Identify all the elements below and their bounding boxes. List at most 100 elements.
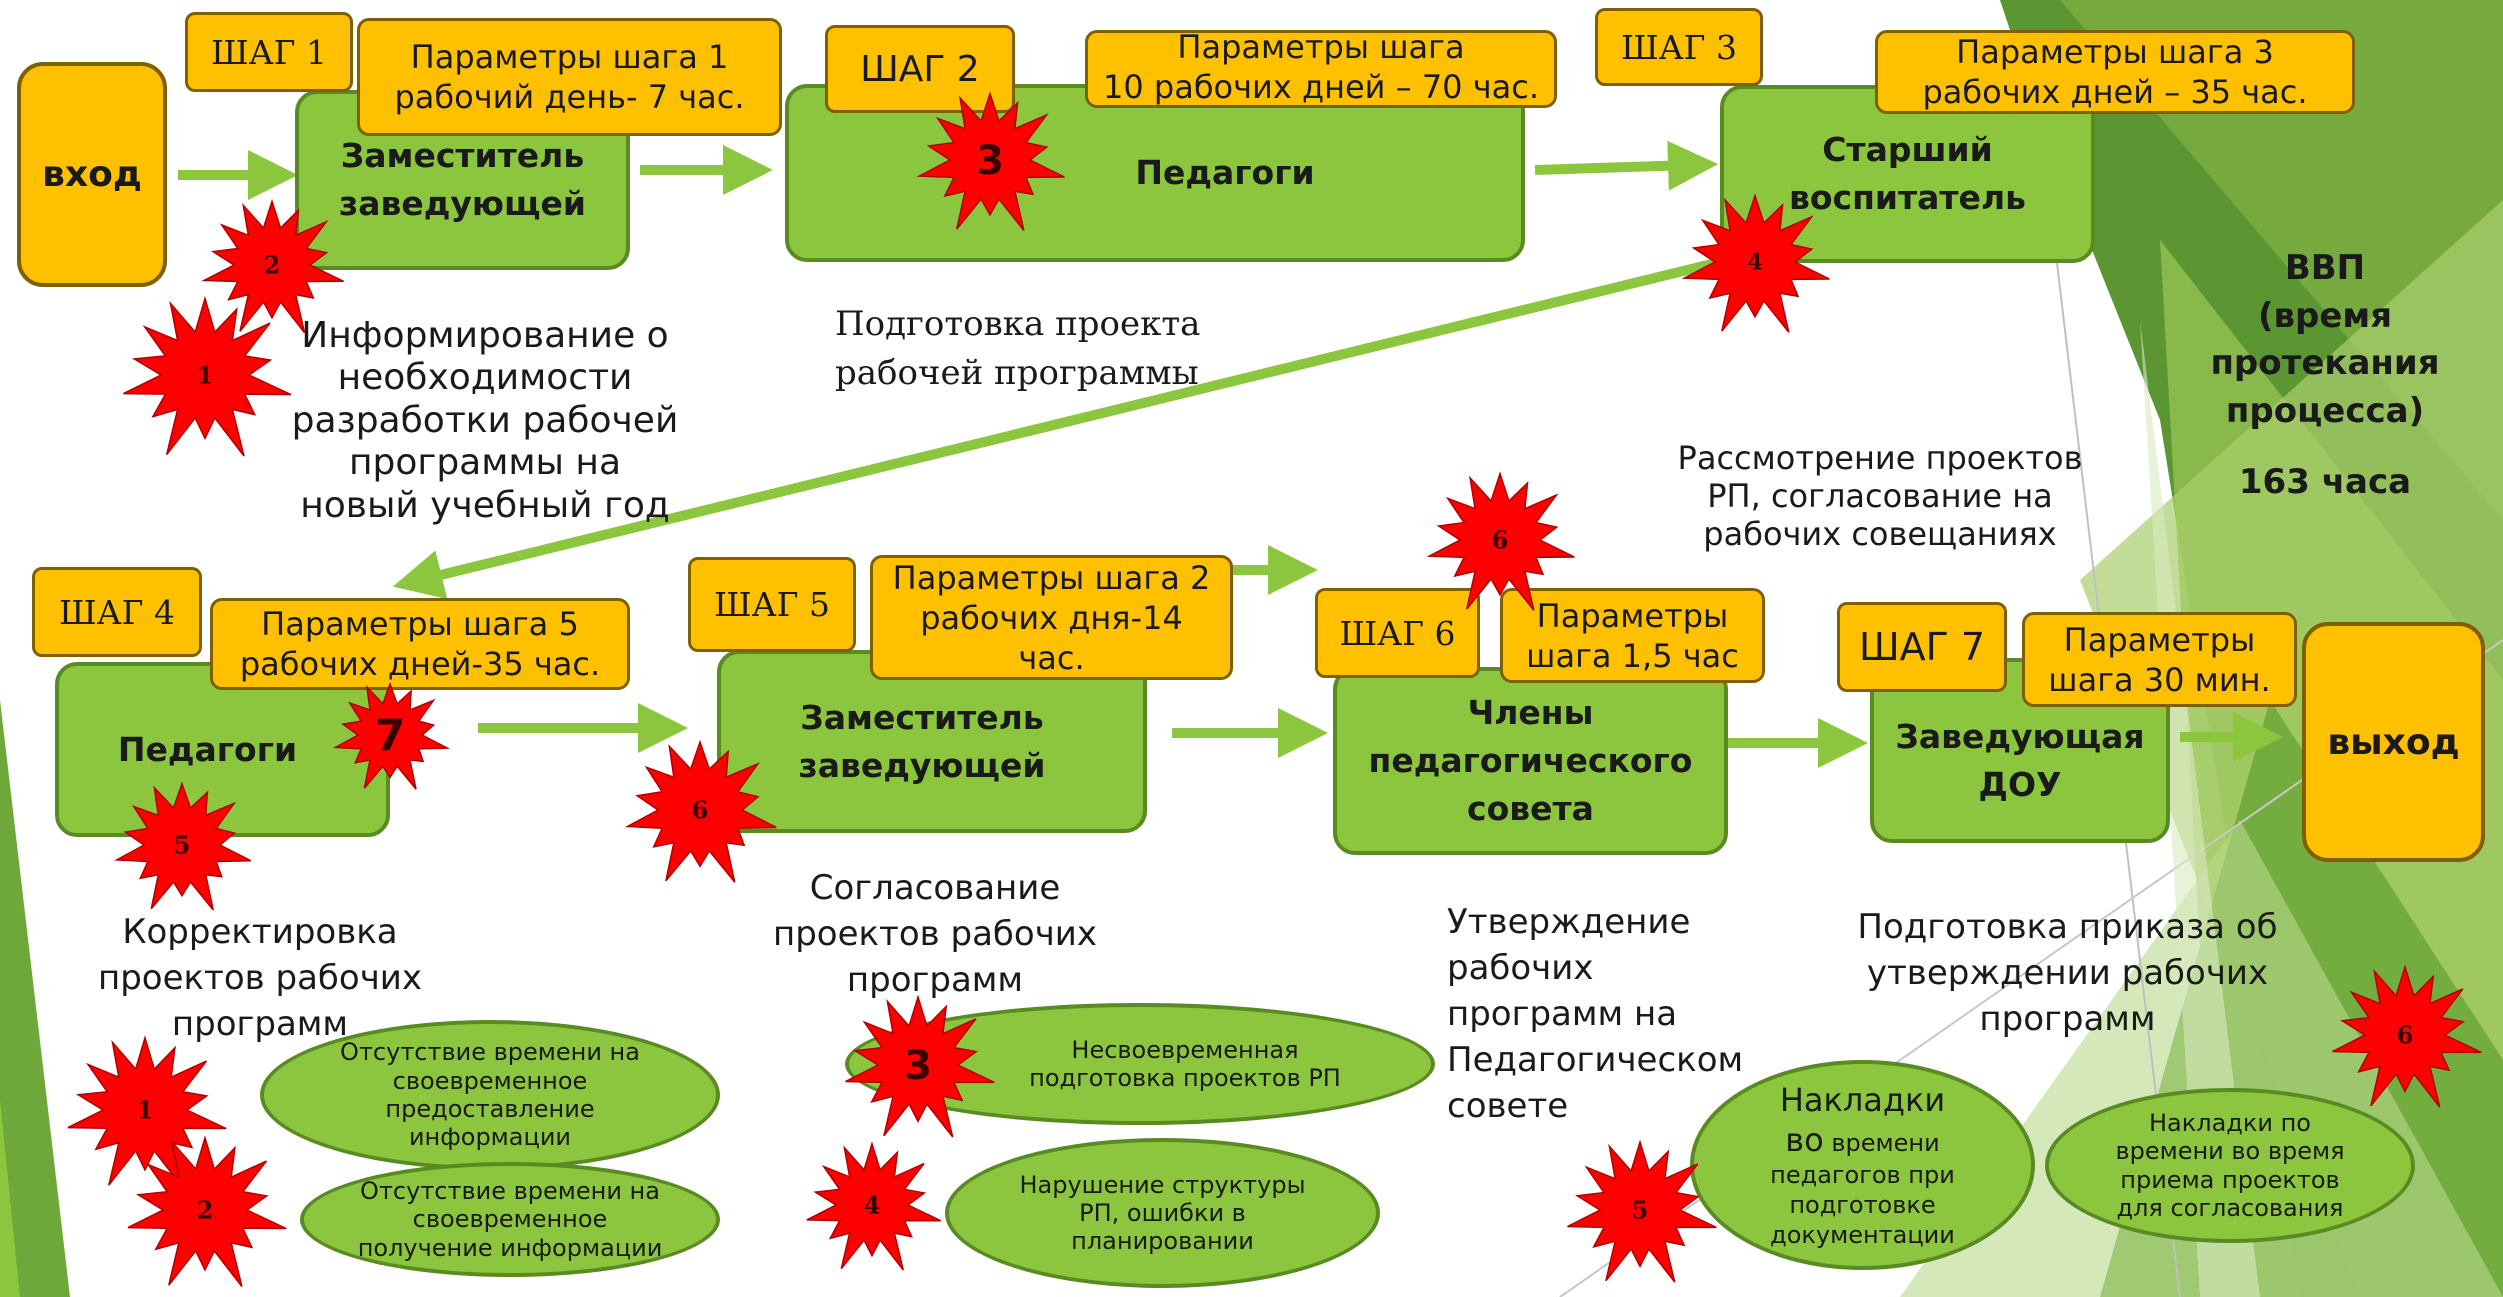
oval-line: документации	[1770, 1221, 1955, 1249]
param-line: Параметры шага 5	[261, 605, 579, 643]
actor-line: Члены	[1467, 693, 1594, 733]
step-text: ШАГ 3	[1621, 27, 1737, 67]
risk-star-icon: 3	[845, 994, 995, 1138]
risk-star-number: 1	[137, 1095, 154, 1124]
step-label-4: ШАГ 4	[32, 567, 202, 657]
desc-line: необходимости	[337, 357, 633, 399]
risk-star-shape	[201, 198, 344, 334]
risk-star-icon: 6	[1426, 471, 1575, 611]
actor-line: совета	[1467, 788, 1594, 828]
desc-line: Информирование о	[301, 315, 669, 356]
desc-line: РП, согласование на	[1707, 476, 2053, 515]
actor-box-council: Члены педагогического совета	[1333, 667, 1728, 855]
risk-star-icon: 6	[2332, 964, 2482, 1108]
desc-line: программы на	[348, 442, 622, 484]
risk-star-shape	[114, 781, 252, 911]
input-label: вход	[42, 154, 142, 195]
summary-line: ВВП	[2284, 248, 2366, 288]
actor-line: Старший	[1822, 130, 1993, 170]
risk-star-shape	[1681, 193, 1830, 333]
oval-line: Несвоевременная	[1071, 1035, 1299, 1064]
risk-star-shape	[806, 1141, 942, 1271]
risk-star-number: 6	[1492, 525, 1509, 554]
desc-line: проектов рабочих	[97, 957, 422, 998]
step-text: ШАГ 2	[860, 48, 980, 90]
actor-line: педагогического	[1368, 741, 1693, 781]
oval-line: Накладки	[1779, 1081, 1946, 1119]
desc-line: Рассмотрение проектов	[1677, 439, 2083, 477]
arrow-step2-to-step3	[1534, 140, 1718, 191]
risk-star-number: 1	[197, 360, 214, 389]
oval-line: планировании	[1071, 1227, 1254, 1256]
param-line: Параметры шага 3	[1956, 33, 2274, 71]
oval-line: времени во время	[2115, 1137, 2345, 1166]
step-label-2: ШАГ 2	[825, 25, 1015, 113]
oval-line: подготовке	[1789, 1191, 1936, 1219]
oval-line: во	[1785, 1121, 1824, 1159]
summary-total: 163 часа	[2238, 462, 2412, 503]
desc-line: Корректировка	[122, 912, 398, 952]
risk-star-icon: 4	[806, 1141, 942, 1271]
oval-line: подготовка проектов РП	[1029, 1064, 1341, 1092]
desc-line: совете	[1447, 1085, 1569, 1126]
actor-box-teachers-1: Педагоги	[785, 84, 1525, 262]
step-label-5: ШАГ 5	[688, 557, 856, 652]
step-text: ШАГ 5	[714, 585, 830, 624]
risk-star-number: 6	[692, 795, 709, 824]
oval-line: для согласования	[2116, 1193, 2344, 1222]
param-line: шага 1,5 час	[1526, 636, 1739, 675]
param-line: рабочих дней-35 час.	[239, 645, 601, 683]
actor-line: Заместитель	[800, 697, 1044, 737]
param-line: рабочих дня-14	[920, 598, 1183, 637]
input-box: вход	[17, 62, 167, 287]
actor-line: Педагоги	[117, 729, 298, 769]
param-line: 10 рабочих дней – 70 час.	[1103, 68, 1539, 106]
param-line: рабочий день- 7 час.	[394, 78, 745, 116]
oval-line: педагогов при	[1770, 1161, 1955, 1189]
risk-star-icon: 1	[67, 1035, 227, 1188]
desc-line: Педагогическом	[1447, 1039, 1744, 1080]
oval-line: информации	[408, 1123, 572, 1152]
param-line: Параметры шага 2	[892, 558, 1211, 597]
desc-line: проектов рабочих	[772, 913, 1097, 954]
risk-star-shape	[916, 91, 1065, 231]
oval-line: Накладки по	[2148, 1108, 2311, 1137]
output-label: выход	[2327, 721, 2460, 763]
oval-line: своевременное	[392, 1066, 588, 1095]
risk-star-icon: 5	[114, 781, 252, 911]
step-label-7: ШАГ 7	[1837, 602, 2007, 692]
param-line: шага 30 мин.	[2048, 660, 2271, 699]
step-text: ШАГ 6	[1339, 613, 1456, 653]
oval-line: РП, ошибки в	[1079, 1198, 1246, 1227]
step-text: ШАГ 1	[211, 32, 327, 72]
oval-line: Нарушение структуры	[1019, 1170, 1306, 1199]
risk-star-shape	[1426, 471, 1575, 611]
param-line: час.	[1018, 638, 1085, 677]
desc-line: Утверждение	[1447, 902, 1691, 942]
actor-line: ДОУ	[1978, 764, 2062, 804]
risk-star-shape	[2332, 964, 2482, 1108]
actor-line: Заместитель	[340, 136, 585, 176]
risk-star-icon: 3	[916, 91, 1065, 231]
risk-star-shape	[332, 681, 451, 790]
param-line: Параметры	[2063, 620, 2256, 659]
risk-star-shape	[127, 1135, 287, 1288]
oval-line: Отсутствие времени на	[360, 1177, 660, 1206]
risk-star-shape	[123, 295, 292, 457]
param-line: Параметры	[1536, 596, 1729, 635]
risk-star-icon: 4	[1681, 193, 1830, 333]
